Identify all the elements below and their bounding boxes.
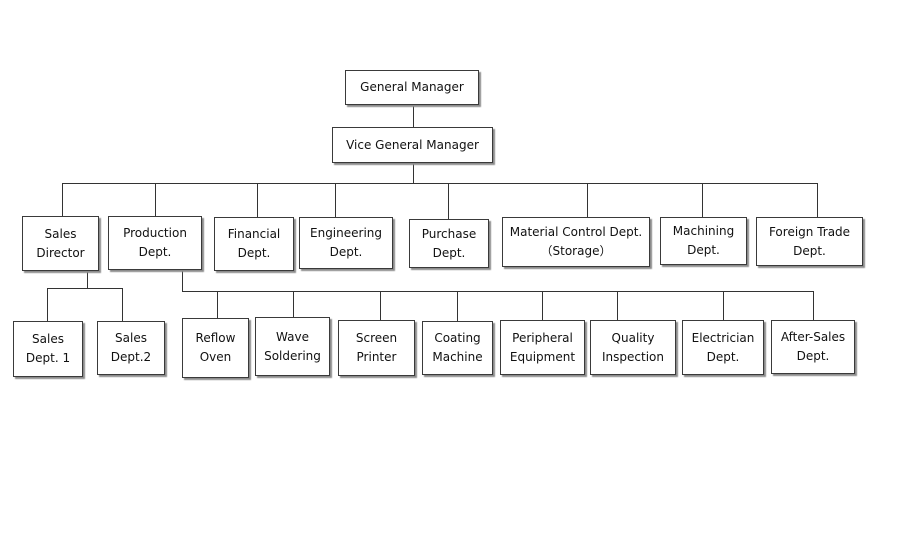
screen-printer-box: Screen Printer xyxy=(338,320,415,376)
material-control-dept-label-line1: Material Control Dept. xyxy=(509,225,643,239)
connector-to-machining-dept xyxy=(702,183,703,217)
general-manager-box: General Manager xyxy=(345,70,479,105)
connector-to-quality-inspection xyxy=(617,291,618,321)
connector-to-sales-dept-1 xyxy=(47,288,48,322)
foreign-trade-dept-label-line2: Dept. xyxy=(793,243,826,258)
sales-dept-2-label-line2: Dept.2 xyxy=(110,350,152,364)
connector-to-sales-dept-2 xyxy=(122,288,123,322)
engineering-dept-label-line1: Engineering xyxy=(310,226,382,240)
after-sales-dept-box: After-Sales Dept. xyxy=(771,320,855,374)
connector-to-foreign-trade-dept xyxy=(817,183,818,217)
connector-gm-to-vgm xyxy=(413,104,414,127)
connector-level2-bar xyxy=(62,183,817,184)
vice-general-manager-label: Vice General Manager xyxy=(346,137,479,152)
general-manager-label: General Manager xyxy=(360,80,464,94)
connector-to-electrician-dept xyxy=(723,291,724,321)
sales-director-box: Sales Director xyxy=(22,216,99,271)
connector-production-bar xyxy=(182,291,814,292)
connector-to-wave-soldering xyxy=(293,291,294,318)
electrician-dept-label-line2: Dept. xyxy=(706,349,740,364)
wave-soldering-label-line2: Soldering xyxy=(264,348,321,363)
connector-sales-director-down xyxy=(87,270,88,288)
connector-sales-bar xyxy=(47,288,123,289)
electrician-dept-box: Electrician Dept. xyxy=(682,320,764,375)
sales-dept-1-box: Sales Dept. 1 xyxy=(13,321,83,377)
purchase-dept-label-line2: Dept. xyxy=(432,245,466,260)
connector-to-coating-machine xyxy=(457,291,458,322)
screen-printer-label-line2: Printer xyxy=(356,350,397,364)
quality-inspection-box: Quality Inspection xyxy=(590,320,676,375)
production-dept-box: Production Dept. xyxy=(108,216,202,270)
after-sales-dept-label-line2: Dept. xyxy=(796,349,830,363)
vice-general-manager-box: Vice General Manager xyxy=(332,127,493,163)
electrician-dept-label-line1: Electrician xyxy=(691,330,755,345)
peripheral-equipment-label-line2: Equipment xyxy=(509,349,576,364)
connector-to-purchase-dept xyxy=(448,183,449,219)
machining-dept-box: Machining Dept. xyxy=(660,217,747,265)
quality-inspection-label-line1: Quality xyxy=(611,330,655,345)
purchase-dept-box: Purchase Dept. xyxy=(409,219,489,268)
engineering-dept-box: Engineering Dept. xyxy=(299,217,393,269)
sales-dept-2-label-line1: Sales xyxy=(115,331,147,345)
material-control-dept-label-line2: （Storage） xyxy=(540,244,612,258)
production-dept-label-line1: Production xyxy=(123,226,187,240)
connector-to-reflow-oven xyxy=(217,291,218,319)
wave-soldering-label-line1: Wave xyxy=(276,329,309,344)
financial-dept-label-line2: Dept. xyxy=(237,246,271,260)
connector-to-financial-dept xyxy=(257,183,258,217)
sales-dept-2-box: Sales Dept.2 xyxy=(97,321,165,375)
screen-printer-label-line1: Screen xyxy=(355,331,398,345)
machining-dept-label-line2: Dept. xyxy=(687,243,720,257)
peripheral-equipment-label-line1: Peripheral xyxy=(512,330,573,345)
financial-dept-box: Financial Dept. xyxy=(214,217,294,271)
connector-to-after-sales-dept xyxy=(813,291,814,321)
machining-dept-label-line1: Machining xyxy=(672,224,735,238)
connector-to-peripheral-equipment xyxy=(542,291,543,321)
sales-dept-1-label-line1: Sales xyxy=(32,332,64,346)
reflow-oven-label-line1: Reflow xyxy=(195,331,236,345)
sales-director-label-line1: Sales xyxy=(44,226,77,241)
connector-to-sales-director xyxy=(62,183,63,217)
reflow-oven-box: Reflow Oven xyxy=(182,318,249,378)
connector-to-engineering-dept xyxy=(335,183,336,217)
wave-soldering-box: Wave Soldering xyxy=(255,317,330,376)
sales-director-label-line2: Director xyxy=(36,245,85,260)
financial-dept-label-line1: Financial xyxy=(227,227,281,241)
peripheral-equipment-box: Peripheral Equipment xyxy=(500,320,585,375)
coating-machine-box: Coating Machine xyxy=(422,321,493,375)
coating-machine-label-line2: Machine xyxy=(432,350,483,364)
connector-to-production-dept xyxy=(155,183,156,217)
purchase-dept-label-line1: Purchase xyxy=(421,226,477,241)
sales-dept-1-label-line2: Dept. 1 xyxy=(25,351,71,365)
connector-vgm-down xyxy=(413,162,414,184)
material-control-dept-box: Material Control Dept. （Storage） xyxy=(502,217,650,267)
after-sales-dept-label-line1: After-Sales xyxy=(780,330,846,344)
connector-production-down xyxy=(182,269,183,292)
coating-machine-label-line1: Coating xyxy=(434,331,481,345)
reflow-oven-label-line2: Oven xyxy=(199,350,232,364)
foreign-trade-dept-label-line1: Foreign Trade xyxy=(768,224,851,239)
connector-to-screen-printer xyxy=(380,291,381,321)
quality-inspection-label-line2: Inspection xyxy=(602,349,664,364)
foreign-trade-dept-box: Foreign Trade Dept. xyxy=(756,217,863,266)
connector-to-material-control-dept xyxy=(587,183,588,217)
production-dept-label-line2: Dept. xyxy=(138,245,172,259)
engineering-dept-label-line2: Dept. xyxy=(329,245,363,259)
